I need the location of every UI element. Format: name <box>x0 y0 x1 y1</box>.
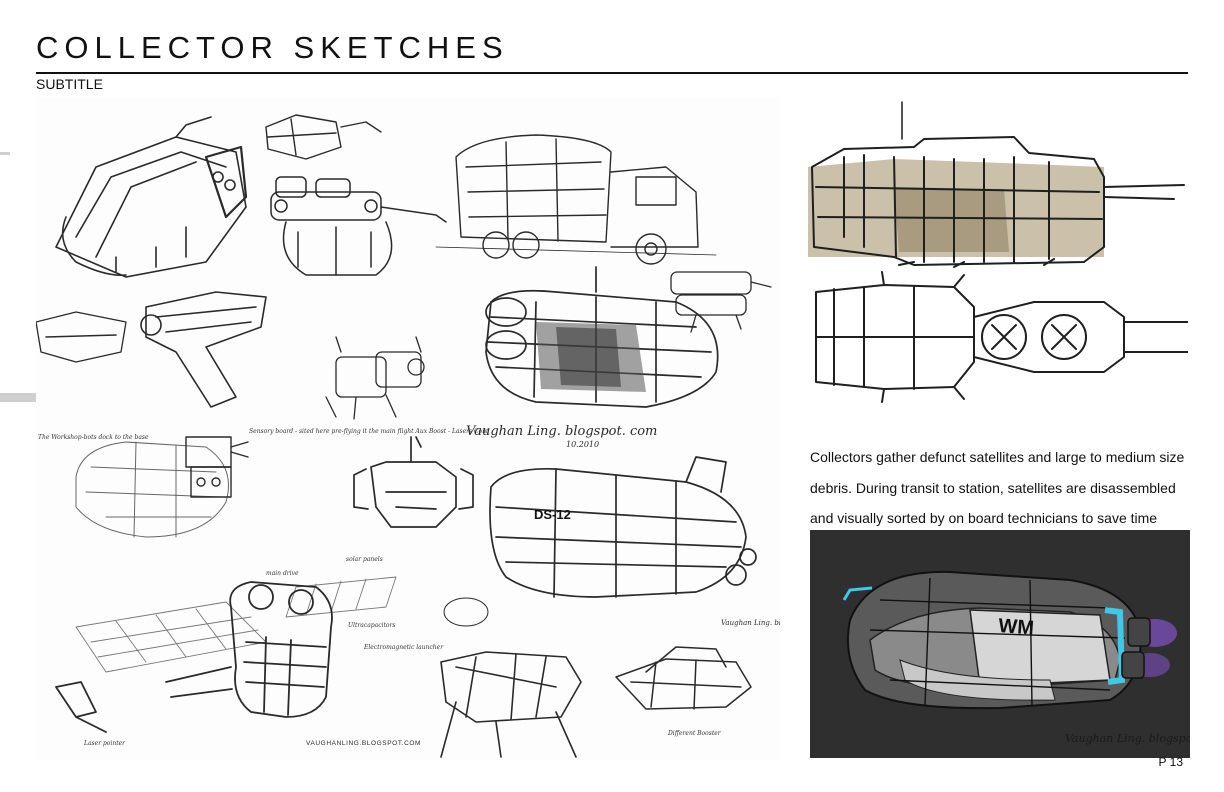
side-marker <box>0 152 10 155</box>
description-text: Collectors gather defunct satellites and… <box>810 442 1190 534</box>
sketch-collage: Vaughan Ling. blogspot. com 10.2010 DS-1… <box>36 97 780 760</box>
side-marker <box>0 393 36 402</box>
sketch-signature: Vaughan Ling. blogspot. com <box>466 424 657 439</box>
url-caption: VAUGHANLING.BLOGSPOT.COM <box>306 740 421 747</box>
note: Ultracapacitors <box>348 622 395 629</box>
sketch-pod-large <box>55 116 248 278</box>
note: Laser pointer <box>83 740 126 747</box>
title-underline <box>36 72 1188 74</box>
description-line: debris. During transit to station, satel… <box>810 479 1176 496</box>
note: Electromagnetic launcher <box>363 644 444 651</box>
sketch-signature-date: 10.2010 <box>566 440 599 449</box>
ship-label: DS-12 <box>534 507 571 522</box>
description-line: Collectors gather defunct satellites and… <box>810 449 1185 465</box>
page-number: P 13 <box>1158 755 1183 769</box>
sketch-signature-small: Vaughan Ling. blog <box>721 619 780 627</box>
note: solar panels <box>346 556 383 563</box>
note: Sensory board - sited here pre-flying it… <box>249 428 489 435</box>
orthographic-sketches <box>804 97 1188 422</box>
page-subtitle: SUBTITLE <box>36 76 103 92</box>
render-panel: WM Vaughan Ling. blogspot <box>810 530 1190 758</box>
note: main drive <box>266 570 299 577</box>
render-signature: Vaughan Ling. blogspot <box>1065 732 1190 745</box>
note: The Workshop-bots dock to the base <box>38 434 149 441</box>
note: Different Booster <box>667 730 722 737</box>
render-logo: WM <box>998 615 1035 639</box>
description-line: and visually sorted by on board technici… <box>810 510 1158 526</box>
page-title: COLLECTOR SKETCHES <box>36 30 509 65</box>
